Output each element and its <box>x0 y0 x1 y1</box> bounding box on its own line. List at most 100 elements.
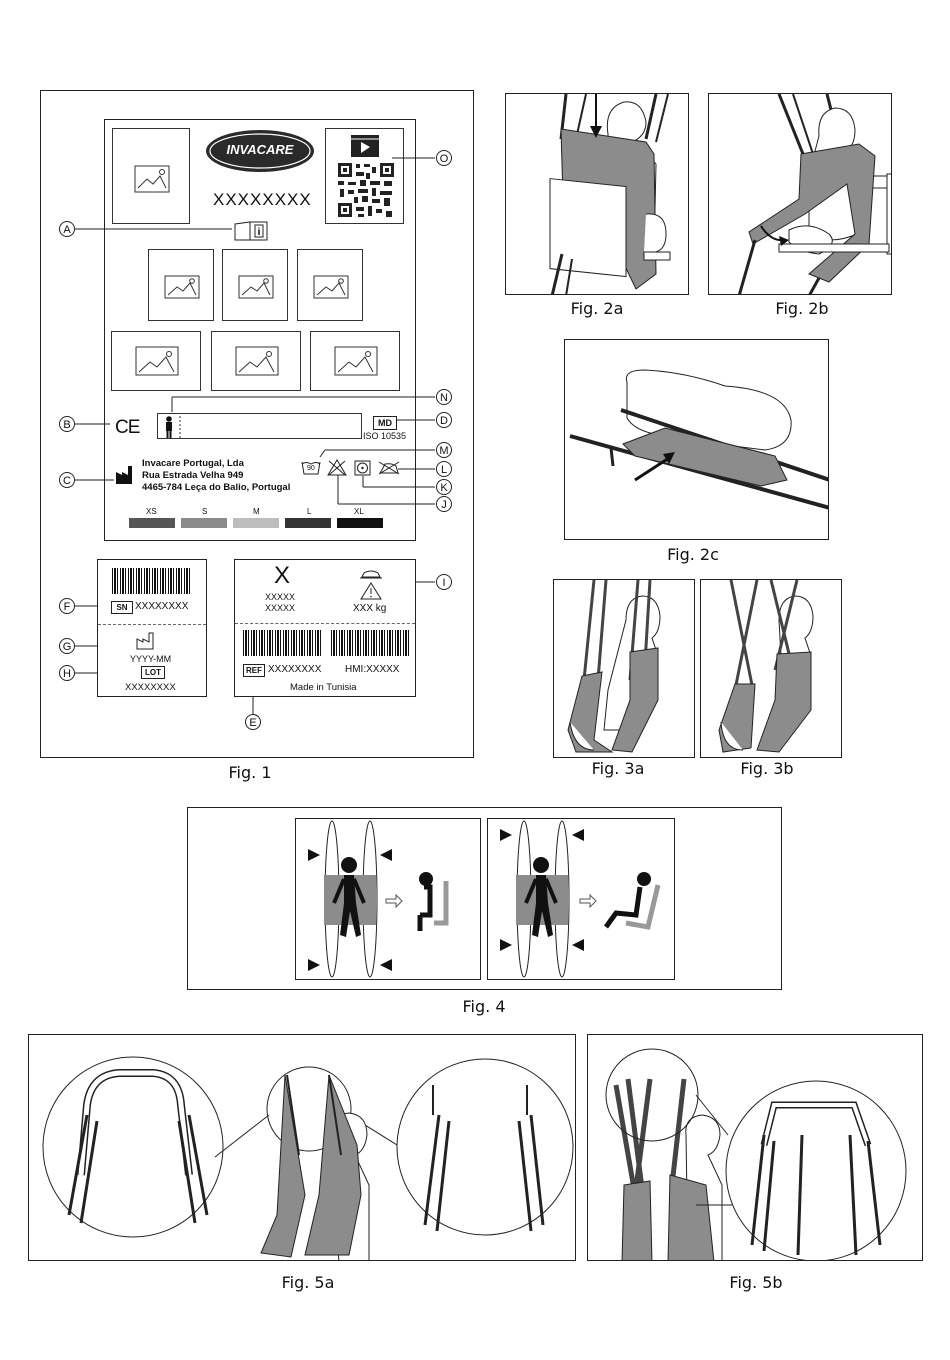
fig3a-frame <box>553 579 695 758</box>
fig2b-frame <box>708 93 892 295</box>
marker-m: M <box>436 442 452 458</box>
tumble-dry-icon <box>354 460 371 476</box>
fig2a-frame <box>505 93 689 295</box>
wash-temperature: 90 <box>307 465 315 472</box>
image-placeholder-icon <box>238 275 274 299</box>
fig2a-caption: Fig. 2a <box>570 299 624 318</box>
ce-mark: CE <box>115 417 140 438</box>
marker-l: L <box>436 461 452 477</box>
fig2b-illustration <box>738 94 891 294</box>
size-line2: XXXXX <box>265 603 296 613</box>
image-placeholder-icon <box>334 346 378 376</box>
size-line1: XXXXX <box>265 592 296 602</box>
video-icon <box>351 135 379 157</box>
fig2a-illustration <box>549 94 671 294</box>
no-bleach-icon <box>327 459 347 476</box>
made-in: Made in Tunisia <box>290 682 357 693</box>
marker-a: A <box>59 221 75 237</box>
image-placeholder <box>148 249 214 321</box>
image-placeholder <box>297 249 363 321</box>
fig4-frame <box>187 807 782 990</box>
max-load: XXX kg <box>353 603 387 614</box>
no-iron-icon <box>378 461 400 475</box>
marker-h: H <box>59 665 75 681</box>
fig5b-illustration <box>605 1048 907 1260</box>
fig2c-caption: Fig. 2c <box>667 545 719 564</box>
brand-name: INVACARE <box>226 142 294 157</box>
image-placeholder-icon <box>135 346 179 376</box>
fig3b-illustration <box>718 580 814 753</box>
marker-g: G <box>59 638 75 654</box>
fig4-caption: Fig. 4 <box>462 997 506 1016</box>
label-divider <box>235 623 415 624</box>
ref-tag: REF <box>243 664 265 677</box>
serial-barcode <box>112 568 192 594</box>
manufacture-date: YYYY-MM <box>130 654 172 664</box>
marker-k: K <box>436 479 452 495</box>
marker-n: N <box>436 389 452 405</box>
marker-d: D <box>436 412 452 428</box>
fig5a-frame <box>28 1034 576 1261</box>
fig5b-caption: Fig. 5b <box>729 1273 783 1292</box>
size-letter: X <box>274 562 291 589</box>
marker-c: C <box>59 472 75 488</box>
patient-name-field <box>157 413 362 439</box>
image-placeholder <box>211 331 301 391</box>
image-placeholder <box>111 331 201 391</box>
hmi-value: HMI:XXXXX <box>345 664 400 675</box>
size-ref-label: X XXXXX XXXXX XXX kg REF XXXXXXXX HMI:XX… <box>234 559 416 697</box>
fig5a-caption: Fig. 5a <box>281 1273 335 1292</box>
image-placeholder <box>222 249 288 321</box>
manual-info-icon: i <box>234 221 268 241</box>
md-badge: MD <box>373 416 397 430</box>
main-label: INVACARE XXXXXXXX <box>104 119 416 541</box>
label-divider <box>98 624 206 625</box>
marker-i: I <box>436 574 452 590</box>
wash-90-icon <box>301 461 321 475</box>
manufacturer-icon <box>116 466 132 484</box>
lot-value: XXXXXXXX <box>125 682 176 693</box>
marker-b: B <box>59 416 75 432</box>
max-load-warning-icon <box>360 570 382 600</box>
svg-text:i: i <box>258 227 261 238</box>
fig3b-frame <box>700 579 842 758</box>
fig4-panel-left <box>295 818 481 980</box>
fig4-right-illustration <box>500 820 661 978</box>
marker-e: E <box>245 714 261 730</box>
size-label-l: L <box>307 507 312 516</box>
image-placeholder <box>310 331 400 391</box>
fig3a-illustration <box>567 580 661 753</box>
image-placeholder-icon <box>313 275 349 299</box>
size-label-xl: XL <box>354 507 364 516</box>
qr-code-icon <box>338 163 394 217</box>
ref-barcode <box>243 630 323 656</box>
ref-value: XXXXXXXX <box>268 664 322 675</box>
sn-value: XXXXXXXX <box>135 601 189 612</box>
sn-tag: SN <box>111 601 133 614</box>
size-swatch-l <box>285 518 331 528</box>
iso-standard: ISO 10535 <box>363 431 407 441</box>
fig2c-frame <box>564 339 829 540</box>
hmi-barcode <box>331 630 409 656</box>
fig3b-caption: Fig. 3b <box>740 759 794 778</box>
fig5b-frame <box>587 1034 923 1261</box>
manufacturer-line3: 4465-784 Leça do Balio, Portugal <box>142 482 291 493</box>
size-label-m: M <box>253 507 260 516</box>
fig4-panel-right <box>487 818 675 980</box>
size-swatch-s <box>181 518 227 528</box>
fig3a-caption: Fig. 3a <box>591 759 645 778</box>
invacare-logo <box>206 130 314 172</box>
manufacturer-line2: Rua Estrada Velha 949 <box>142 470 244 481</box>
image-placeholder-icon <box>235 346 279 376</box>
manufacturer-line1: Invacare Portugal, Lda <box>142 458 244 469</box>
marker-j: J <box>436 496 452 512</box>
fig5a-illustration <box>42 1056 574 1260</box>
product-image-icon <box>112 128 190 224</box>
fig2c-illustration <box>569 369 828 510</box>
serial-label: SN XXXXXXXX YYYY-MM LOT XXXXXXXX <box>97 559 207 697</box>
fig1-caption: Fig. 1 <box>228 763 272 782</box>
size-swatch-m <box>233 518 279 528</box>
size-label-xs: XS <box>146 507 157 516</box>
size-swatch-xl <box>337 518 383 528</box>
image-placeholder-icon <box>134 165 170 193</box>
